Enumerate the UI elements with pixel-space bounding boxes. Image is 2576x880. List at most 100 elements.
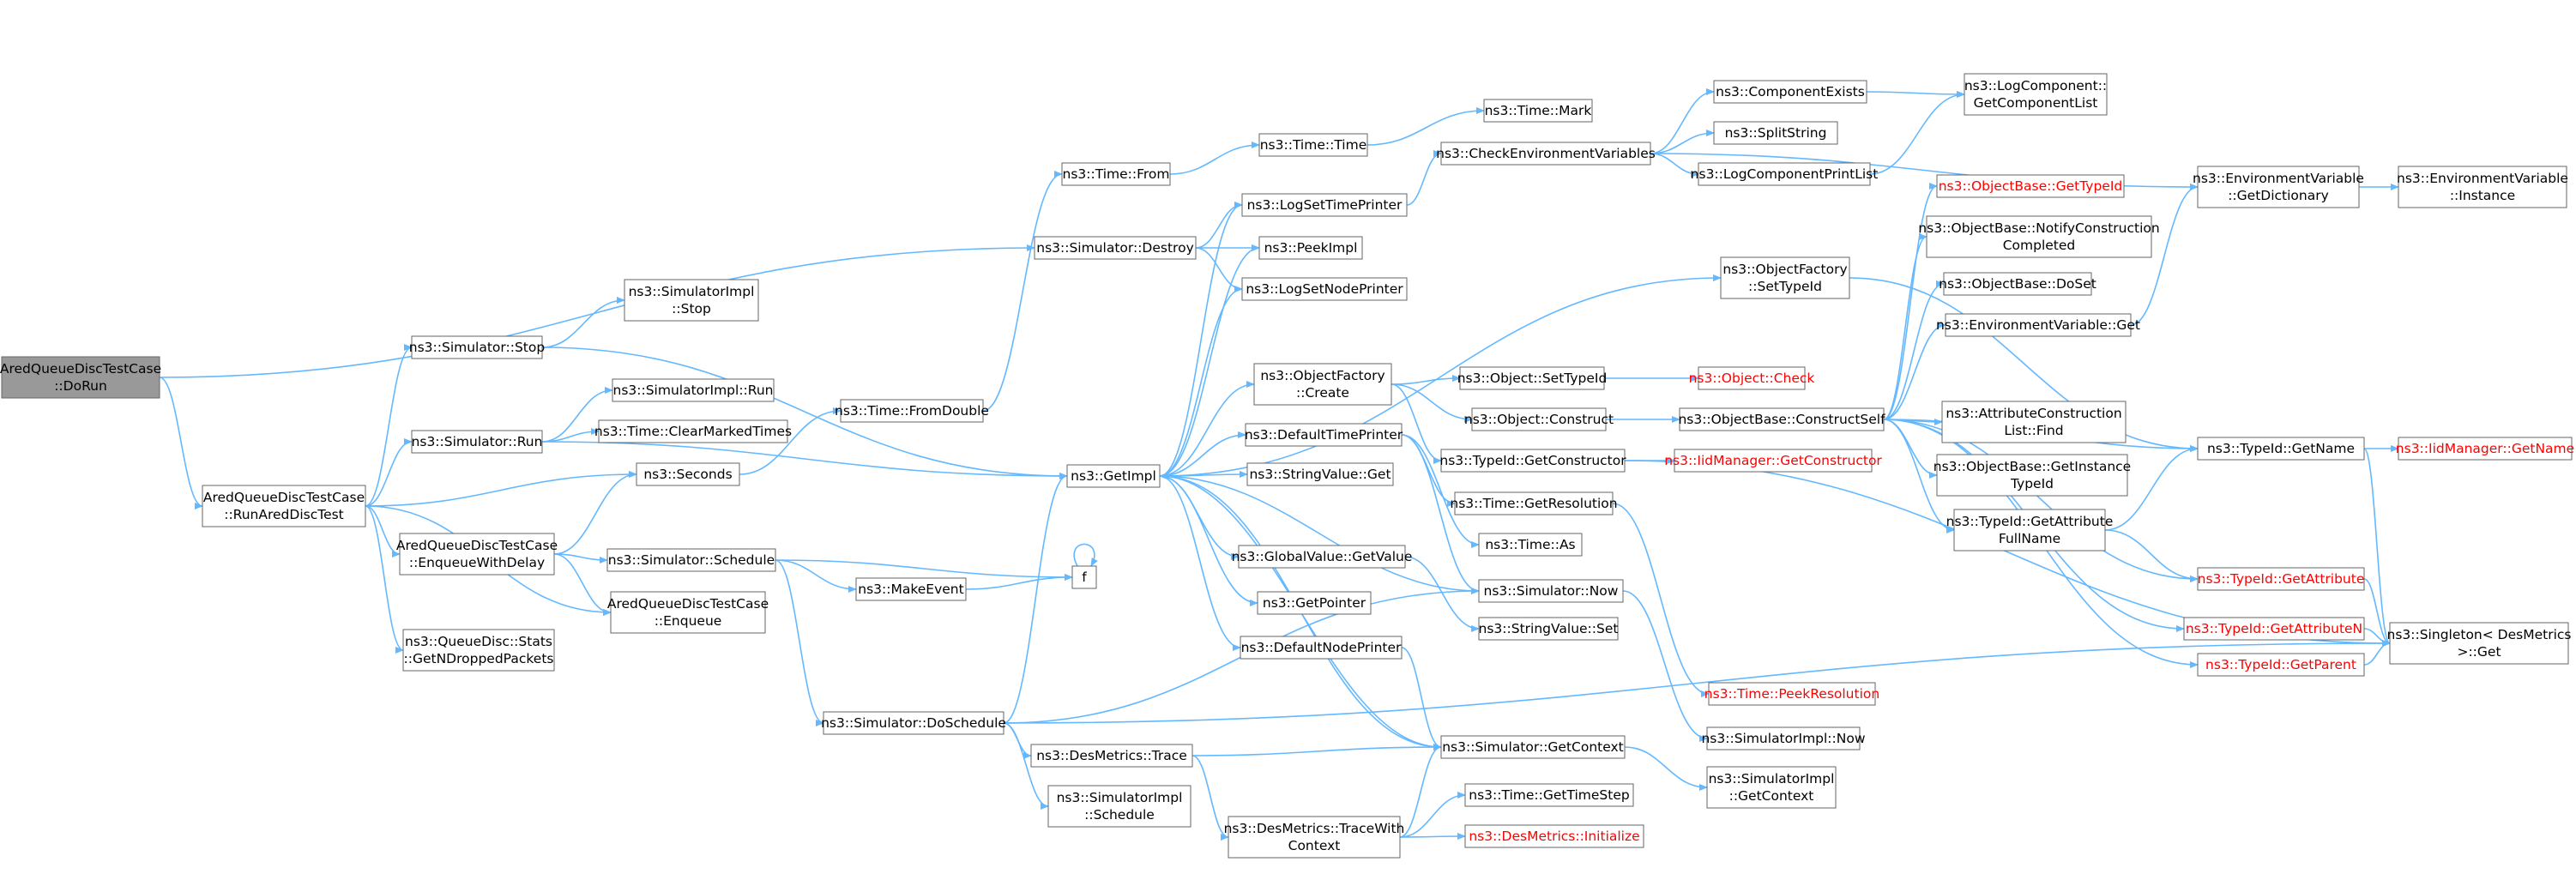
node-simimpl-getctx[interactable]: ns3::SimulatorImpl::GetContext xyxy=(1706,766,1837,809)
node-label: ::Schedule xyxy=(1084,807,1155,823)
node-time-from[interactable]: ns3::Time::From xyxy=(1061,162,1171,186)
node-singleton-get[interactable]: ns3::Singleton< DesMetrics >::Get xyxy=(2387,622,2572,665)
node-logsetnode[interactable]: ns3::LogSetNodePrinter xyxy=(1241,277,1408,301)
node-label: ns3::SplitString xyxy=(1725,125,1827,141)
node-objbase-gettypeid[interactable]: ns3::ObjectBase::GetTypeId xyxy=(1936,174,2125,198)
node-box xyxy=(402,629,555,672)
node-splitstring[interactable]: ns3::SplitString xyxy=(1713,121,1838,145)
node-objfactory-settype[interactable]: ns3::ObjectFactory::SetTypeId xyxy=(1720,256,1850,299)
node-getimpl[interactable]: ns3::GetImpl xyxy=(1066,464,1161,488)
node-box xyxy=(1478,579,1624,603)
node-enqueue[interactable]: AredQueueDiscTestCase::Enqueue xyxy=(607,591,769,634)
node-seconds[interactable]: ns3::Seconds xyxy=(636,462,740,486)
node-f[interactable]: f xyxy=(1071,565,1097,589)
node-compexists[interactable]: ns3::ComponentExists xyxy=(1713,80,1867,104)
node-objbase-construct[interactable]: ns3::ObjectBase::ConstructSelf xyxy=(1678,407,1885,431)
node-logcomp-get[interactable]: ns3::LogComponent::GetComponentList xyxy=(1964,73,2108,116)
node-time-time[interactable]: ns3::Time::Time xyxy=(1258,133,1368,157)
node-time-fromdouble[interactable]: ns3::Time::FromDouble xyxy=(835,399,989,423)
node-time-as[interactable]: ns3::Time::As xyxy=(1478,533,1583,557)
node-box xyxy=(636,462,740,486)
node-label: ::SetTypeId xyxy=(1748,279,1822,294)
node-label: ns3::PeekImpl xyxy=(1264,240,1358,256)
node-simimpl-schedule[interactable]: ns3::SimulatorImpl::Schedule xyxy=(1047,785,1191,828)
node-globalvalue-get[interactable]: ns3::GlobalValue::GetValue xyxy=(1232,545,1413,569)
node-box xyxy=(2197,653,2365,677)
node-typeid-getname[interactable]: ns3::TypeId::GetName xyxy=(2197,437,2365,461)
node-enq-delay[interactable]: AredQueueDiscTestCase::EnqueueWithDelay xyxy=(396,533,558,576)
node-simimpl-stop[interactable]: ns3::SimulatorImpl::Stop xyxy=(624,279,759,322)
node-sim-stop[interactable]: ns3::Simulator::Stop xyxy=(409,335,545,359)
node-stringvalue-set[interactable]: ns3::StringValue::Set xyxy=(1478,617,1619,641)
node-time-peekres[interactable]: ns3::Time::PeekResolution xyxy=(1704,682,1879,706)
node-iidmgr-getctor[interactable]: ns3::IidManager::GetConstructor xyxy=(1664,449,1882,473)
node-label: ns3::LogSetTimePrinter xyxy=(1247,197,1403,213)
node-sim-now[interactable]: ns3::Simulator::Now xyxy=(1478,579,1624,603)
node-sim-destroy[interactable]: ns3::Simulator::Destroy xyxy=(1034,236,1197,260)
node-label: ns3::Object::SetTypeId xyxy=(1457,371,1608,386)
call-edge xyxy=(1159,202,1243,477)
node-time-mark[interactable]: ns3::Time::Mark xyxy=(1483,99,1593,123)
node-logsettime[interactable]: ns3::LogSetTimePrinter xyxy=(1241,193,1408,217)
node-qdstats[interactable]: ns3::QueueDisc::Stats::GetNDroppedPacket… xyxy=(402,629,555,672)
node-typeid-getattr[interactable]: ns3::TypeId::GetAttribute xyxy=(2197,567,2365,591)
node-label: ns3::TypeId::GetAttributeN xyxy=(2186,621,2362,636)
call-edge xyxy=(1391,383,1442,464)
node-time-gettimestep[interactable]: ns3::Time::GetTimeStep xyxy=(1464,783,1634,807)
node-object-construct[interactable]: ns3::Object::Construct xyxy=(1464,407,1614,431)
node-envvar-instance[interactable]: ns3::EnvironmentVariable::Instance xyxy=(2397,166,2568,208)
node-label: ns3::Time::From xyxy=(1063,166,1170,182)
node-box xyxy=(1440,142,1651,166)
node-defnodeprinter[interactable]: ns3::DefaultNodePrinter xyxy=(1240,636,1403,660)
call-edge xyxy=(775,559,1073,581)
call-edge xyxy=(1195,202,1243,249)
node-object-check[interactable]: ns3::Object::Check xyxy=(1689,366,1815,390)
node-objfactory-create[interactable]: ns3::ObjectFactory::Create xyxy=(1253,363,1392,406)
node-envvar-getdict[interactable]: ns3::EnvironmentVariable::GetDictionary xyxy=(2193,166,2364,208)
node-desm-trace[interactable]: ns3::DesMetrics::Trace xyxy=(1030,744,1193,768)
node-label: ns3::Time::PeekResolution xyxy=(1704,686,1879,702)
node-label: ns3::DefaultTimePrinter xyxy=(1245,427,1403,443)
node-typeid-getparent[interactable]: ns3::TypeId::GetParent xyxy=(2197,653,2365,677)
node-logcompprint[interactable]: ns3::LogComponentPrintList xyxy=(1691,162,1879,186)
node-makeevent[interactable]: ns3::MakeEvent xyxy=(855,577,967,601)
node-desm-init[interactable]: ns3::DesMetrics::Initialize xyxy=(1464,824,1644,848)
call-edge xyxy=(159,377,203,509)
node-runared[interactable]: AredQueueDiscTestCase::RunAredDiscTest xyxy=(202,485,366,527)
call-edge xyxy=(965,574,1073,590)
node-dorun[interactable]: AredQueueDiscTestCase::DoRun xyxy=(0,356,161,399)
node-objbase-doset[interactable]: ns3::ObjectBase::DoSet xyxy=(1939,272,2096,296)
node-typeid-getattrn[interactable]: ns3::TypeId::GetAttributeN xyxy=(2183,617,2365,641)
node-peekimpl[interactable]: ns3::PeekImpl xyxy=(1258,236,1363,260)
node-stringvalue-get[interactable]: ns3::StringValue::Get xyxy=(1246,462,1394,486)
node-getpointer[interactable]: ns3::GetPointer xyxy=(1257,591,1372,615)
node-sim-getctx[interactable]: ns3::Simulator::GetContext xyxy=(1440,735,1626,759)
node-object-settype[interactable]: ns3::Object::SetTypeId xyxy=(1457,366,1608,390)
node-iidmgr-getname[interactable]: ns3::IidManager::GetName xyxy=(2396,437,2574,461)
node-time-getres[interactable]: ns3::Time::GetResolution xyxy=(1450,491,1618,515)
node-doschedule[interactable]: ns3::Simulator::DoSchedule xyxy=(821,711,1006,735)
node-objbase-notify[interactable]: ns3::ObjectBase::NotifyConstructionCompl… xyxy=(1918,215,2160,258)
call-edge xyxy=(1003,473,1068,724)
node-deftimeprinter[interactable]: ns3::DefaultTimePrinter xyxy=(1245,423,1403,447)
node-sim-schedule[interactable]: ns3::Simulator::Schedule xyxy=(606,548,776,572)
node-simimpl-now[interactable]: ns3::SimulatorImpl::Now xyxy=(1701,726,1866,750)
node-typeid-getctor[interactable]: ns3::TypeId::GetConstructor xyxy=(1439,449,1626,473)
node-box xyxy=(1706,766,1837,809)
node-box xyxy=(1713,121,1838,145)
node-simimpl-run[interactable]: ns3::SimulatorImpl::Run xyxy=(612,378,775,402)
node-clearmarked[interactable]: ns3::Time::ClearMarkedTimes xyxy=(594,419,792,443)
node-checkenv[interactable]: ns3::CheckEnvironmentVariables xyxy=(1436,142,1656,166)
node-label: ::Stop xyxy=(672,301,711,316)
node-label: ::Enqueue xyxy=(655,613,722,629)
node-sim-run[interactable]: ns3::Simulator::Run xyxy=(411,430,543,454)
call-edge xyxy=(1404,556,1480,632)
node-label: ns3::SimulatorImpl xyxy=(1709,771,1835,787)
node-label: ::GetContext xyxy=(1729,788,1814,804)
node-label: ns3::StringValue::Get xyxy=(1249,467,1391,482)
node-envvar-get[interactable]: ns3::EnvironmentVariable::Get xyxy=(1936,313,2140,337)
